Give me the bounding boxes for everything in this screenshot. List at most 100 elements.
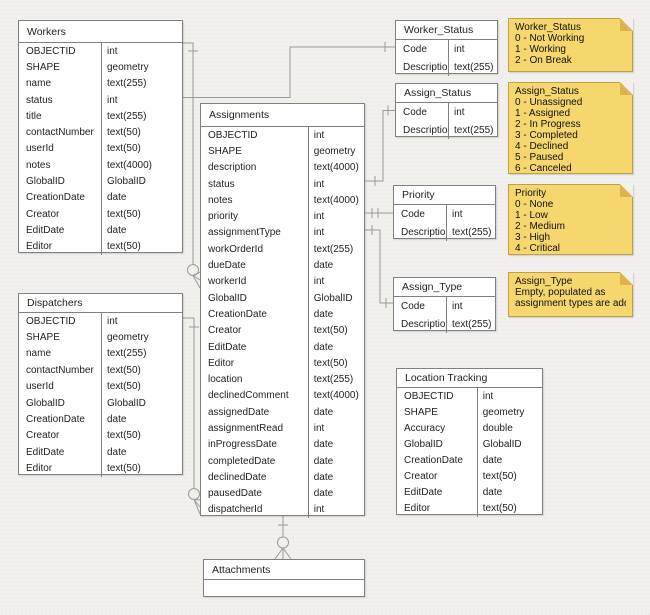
field-type: GlobalID [106,397,146,409]
field-name: GlobalID [208,292,247,304]
field-type: text(50) [313,357,348,369]
field-type: text(4000) [313,162,359,174]
field-name: declinedComment [208,390,289,402]
field-type: date [106,446,127,458]
field-type: date [313,406,334,418]
field-row: Descriptiontext(255) [394,315,495,333]
note-line: 0 - Not Working [515,33,585,44]
field-row: GlobalID GlobalID [397,436,542,452]
column-divider [307,127,309,519]
note-line: 2 - Medium [515,221,566,232]
entity-title: Worker_Status [396,21,497,40]
field-name: Creator [26,208,60,220]
entity-title: Assign_Status [396,84,497,103]
field-name: CreationDate [26,192,85,204]
field-type: int [106,94,118,106]
field-name: Code [401,300,425,312]
note-line: 3 - High [515,232,551,243]
column-divider [100,43,102,255]
field-rows: CodeintDescriptiontext(255) [394,297,495,333]
field-row: GlobalID GlobalID [19,173,182,189]
column-divider [446,205,447,241]
field-row: Editor text(50) [397,501,542,517]
note-title: Assign_Status [515,86,579,97]
field-name: Description [403,61,448,73]
field-name: CreationDate [208,308,267,320]
field-type: GlobalID [313,292,353,304]
note-line: 3 - Completed [515,130,578,141]
field-row: Descriptiontext(255) [394,223,495,241]
field-name: Code [401,208,425,220]
entity-assign_status[interactable]: Assign_StatusCodeintDescriptiontext(255) [395,83,498,139]
entity-title: Assignments [201,104,364,127]
entity-title: Location Tracking [397,369,542,388]
empty-row [204,580,364,599]
field-name: description [208,162,257,174]
column-divider [476,388,478,517]
field-name: CreationDate [404,454,463,466]
field-name: Editor [26,241,53,253]
field-row: Descriptiontext(255) [396,58,497,76]
connector-assignments-assignmenttype-to-assign-type [365,225,393,308]
entity-priority[interactable]: PriorityCodeintDescriptiontext(255) [393,185,496,241]
field-name: Code [403,43,427,55]
field-rows [204,580,364,599]
note-line: 2 - In Progress [515,119,581,130]
field-type: text(50) [106,127,141,139]
field-name: GlobalID [404,438,443,450]
zero-or-many-icon [188,488,201,515]
entity-title: Dispatchers [19,294,182,313]
field-type: date [313,341,334,353]
entity-worker_status[interactable]: Worker_StatusCodeintDescriptiontext(255) [395,20,498,76]
field-name: Editor [404,503,431,515]
entity-attachments[interactable]: Attachments [203,559,365,597]
field-name: GlobalID [26,176,65,188]
field-type: GlobalID [482,438,522,450]
field-rows: CodeintDescriptiontext(255) [396,103,497,139]
field-type: date [313,308,334,320]
field-type: text(50) [106,430,141,442]
field-name: workOrderId [208,243,264,255]
field-name: assignedDate [208,406,270,418]
field-type: text(255) [452,318,492,330]
entity-title: Assign_Type [394,278,495,297]
entity-assign_type[interactable]: Assign_TypeCodeintDescriptiontext(255) [393,277,496,333]
note-line: 4 - Declined [515,141,569,152]
entity-title: Attachments [204,560,364,580]
field-type: int [454,106,465,118]
field-type: date [313,260,334,272]
field-type: text(50) [482,503,517,515]
field-type: geometry [482,406,525,418]
field-name: contactNumber [26,364,94,376]
field-name: SHAPE [404,406,438,418]
field-type: GlobalID [106,176,146,188]
